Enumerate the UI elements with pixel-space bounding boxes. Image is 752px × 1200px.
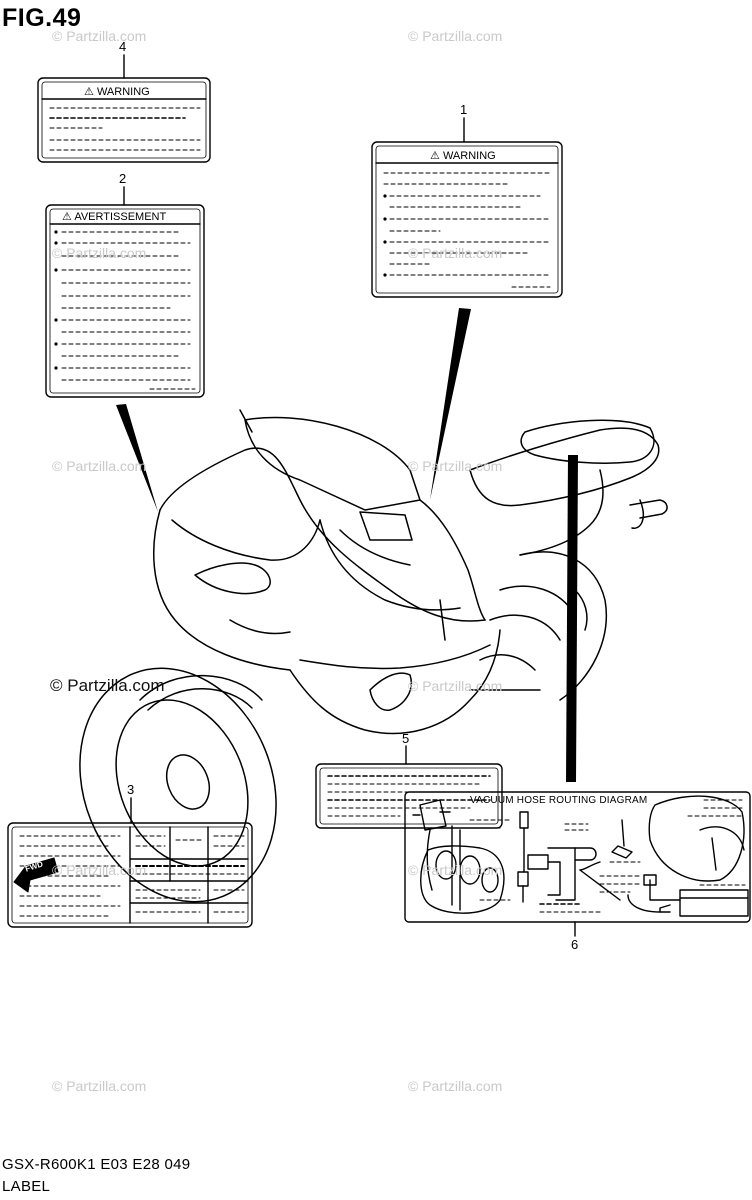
callout-3: 3 — [127, 782, 135, 797]
label-4-header: ⚠ WARNING — [84, 85, 150, 98]
warning-triangle-icon: ⚠ — [62, 211, 72, 223]
motorcycle-outline — [79, 409, 668, 903]
label-2-heading-text: AVERTISSEMENT — [74, 211, 167, 223]
watermark: © Partzilla.com — [408, 678, 503, 694]
fwd-arrow-icon — [13, 857, 59, 893]
label-2-header: ⚠ AVERTISSEMENT — [62, 210, 166, 223]
model-code: GSX-R600K1 E03 E28 049 — [2, 1156, 191, 1173]
label-3-spec-table[interactable] — [7, 822, 253, 928]
label-4-heading-text: WARNING — [96, 86, 150, 98]
watermark-prominent: © Partzilla.com — [50, 676, 165, 695]
warning-triangle-icon: ⚠ — [84, 86, 94, 98]
watermark: © Partzilla.com — [52, 1078, 147, 1094]
callout-6: 6 — [571, 937, 579, 952]
watermark: © Partzilla.com — [52, 458, 147, 474]
callout-1: 1 — [460, 102, 468, 117]
figure-title: FIG.49 — [2, 4, 82, 32]
label-5-plain[interactable] — [315, 652, 503, 829]
watermark: © Partzilla.com — [408, 862, 503, 878]
watermark: © Partzilla.com — [408, 458, 503, 474]
label-1-warning[interactable] — [371, 141, 563, 298]
label-4-warning[interactable] — [37, 77, 211, 163]
callout-2: 2 — [119, 171, 127, 186]
label-6-vacuum-hose-diagram[interactable] — [404, 791, 751, 923]
watermark: © Partzilla.com — [408, 245, 503, 261]
section-label: LABEL — [2, 1178, 51, 1195]
warning-triangle-icon: ⚠ — [430, 150, 440, 162]
watermark: © Partzilla.com — [52, 28, 147, 44]
watermark: © Partzilla.com — [408, 28, 503, 44]
watermark: © Partzilla.com — [52, 245, 147, 261]
label-1-header: ⚠ WARNING — [430, 149, 496, 162]
watermark: © Partzilla.com — [52, 862, 147, 878]
watermark: © Partzilla.com — [408, 1078, 503, 1094]
label-6-heading-text: VACUUM HOSE ROUTING DIAGRAM — [470, 795, 648, 806]
callout-5: 5 — [402, 731, 410, 746]
label-1-heading-text: WARNING — [442, 150, 496, 162]
label-2-avertissement[interactable] — [45, 204, 205, 398]
callout-4: 4 — [119, 39, 127, 54]
